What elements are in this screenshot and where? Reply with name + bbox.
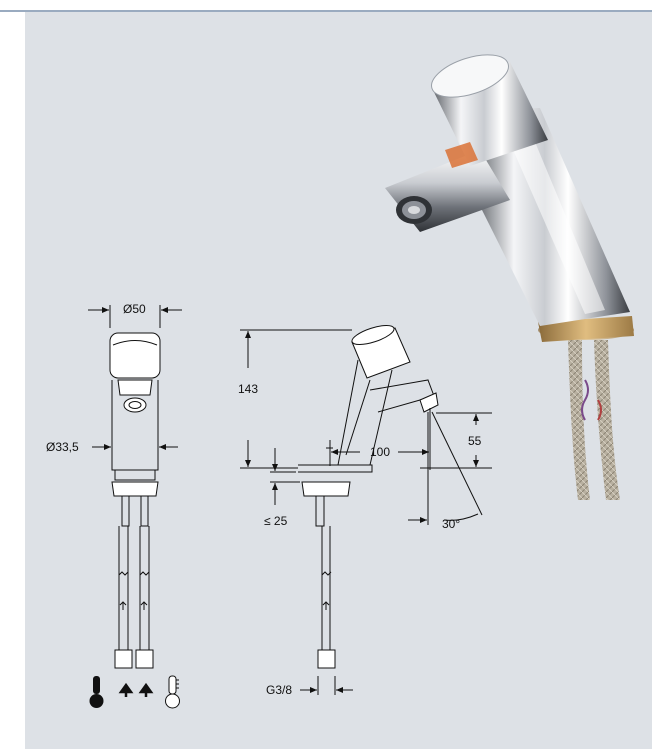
side-view: [240, 324, 492, 695]
thermometer-empty-icon: [165, 675, 180, 709]
dim-spout-height: 55: [468, 434, 482, 448]
supply-icons: [89, 675, 180, 709]
dim-height: 143: [238, 382, 258, 396]
header-rule: [0, 10, 652, 12]
dim-body-diameter: Ø33,5: [46, 440, 79, 454]
arrow-up-icon: [118, 682, 134, 697]
front-view: [88, 305, 182, 669]
dim-reach: 100: [370, 445, 390, 459]
supply-hoses-photo: [568, 340, 620, 500]
dim-thread: G3/8: [266, 683, 292, 697]
dim-angle: 30°: [442, 517, 460, 531]
arrow-up-icon: [138, 682, 154, 697]
tap-photo: [385, 54, 634, 500]
dim-deck-thickness: ≤ 25: [264, 514, 288, 528]
dim-head-diameter: Ø50: [123, 302, 146, 316]
thermometer-full-icon: [89, 676, 104, 708]
